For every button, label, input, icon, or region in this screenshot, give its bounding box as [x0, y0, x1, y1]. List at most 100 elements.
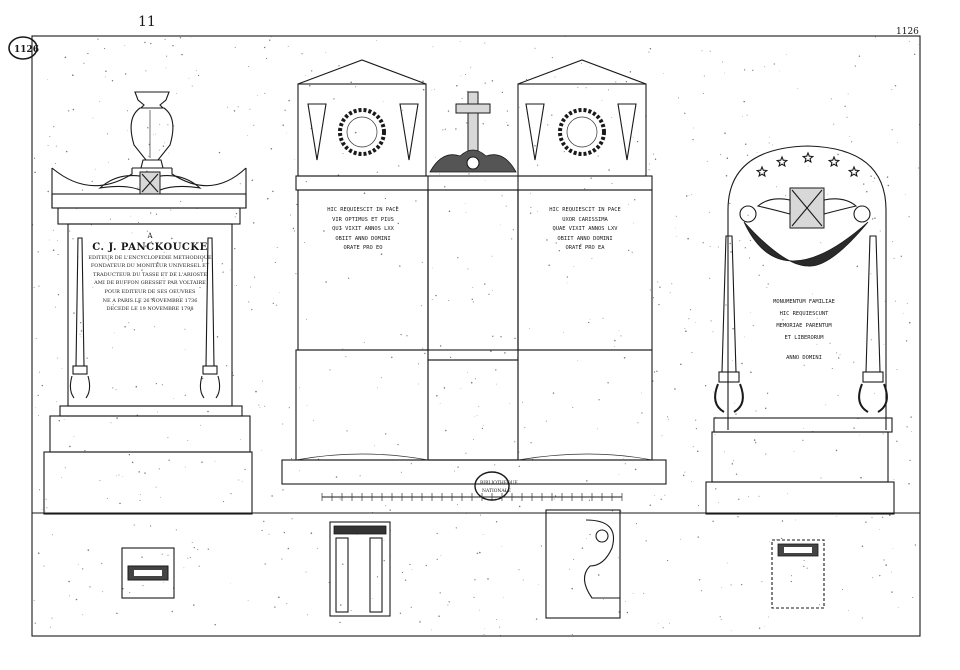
speckle-dot	[483, 424, 485, 426]
monument-left	[43, 91, 253, 515]
speckle-dot	[229, 582, 231, 584]
speckle-dot	[748, 257, 751, 259]
speckle-dot	[914, 544, 917, 546]
speckle-dot	[908, 216, 910, 218]
speckle-dot	[617, 557, 619, 559]
speckle-dot	[719, 616, 721, 618]
speckle-dot	[468, 173, 470, 175]
speckle-dot	[264, 92, 266, 94]
speckle-dot	[355, 86, 357, 88]
speckle-dot	[504, 489, 506, 492]
speckle-dot	[781, 520, 784, 522]
inscription-left-title: C. J. PANCKOUCKE	[92, 241, 208, 253]
speckle-dot	[261, 380, 263, 382]
speckle-dot	[282, 124, 284, 127]
speckle-dot	[547, 124, 549, 126]
speckle-dot	[652, 380, 654, 382]
speckle-dot	[184, 348, 186, 350]
speckle-dot	[733, 402, 735, 404]
speckle-dot	[214, 623, 216, 626]
speckle-dot	[252, 222, 255, 224]
speckle-dot	[503, 597, 504, 598]
speckle-dot	[518, 569, 520, 571]
speckle-dot	[47, 79, 49, 81]
speckle-dot	[905, 340, 908, 342]
speckle-dot	[870, 175, 872, 177]
speckle-dot	[281, 558, 283, 560]
speckle-dot	[167, 554, 169, 556]
speckle-dot	[483, 634, 485, 636]
speckle-dot	[563, 332, 564, 334]
speckle-dot	[148, 155, 150, 157]
speckle-dot	[126, 110, 129, 112]
speckle-dot	[150, 212, 152, 214]
speckle-dot	[201, 461, 203, 463]
speckle-dot	[293, 230, 296, 232]
speckle-dot	[750, 371, 752, 374]
speckle-dot	[691, 194, 692, 195]
speckle-dot	[46, 507, 48, 509]
plate-border	[31, 35, 921, 637]
speckle-dot	[106, 133, 109, 135]
speckle-dot	[436, 532, 438, 535]
speckle-dot	[72, 238, 74, 240]
speckle-dot	[652, 297, 655, 299]
speckle-dot	[695, 419, 697, 421]
speckle-dot	[537, 583, 539, 585]
speckle-dot	[500, 336, 502, 338]
speckle-dot	[836, 516, 838, 517]
speckle-dot	[661, 435, 663, 437]
speckle-dot	[309, 85, 311, 87]
speckle-dot	[113, 332, 115, 334]
speckle-dot	[131, 232, 133, 234]
speckle-dot	[203, 283, 205, 284]
speckle-dot	[657, 281, 659, 283]
speckle-dot	[703, 75, 705, 77]
speckle-dot	[769, 136, 770, 138]
speckle-dot	[756, 152, 758, 153]
star-icon	[755, 151, 861, 178]
speckle-dot	[572, 407, 574, 408]
speckle-dot	[128, 453, 131, 456]
speckle-dot	[338, 65, 340, 67]
inscription-line: HIC REQUIESCIT IN PACE	[327, 207, 399, 213]
speckle-dot	[743, 69, 746, 71]
speckle-dot	[891, 591, 893, 593]
speckle-dot	[139, 494, 141, 495]
speckle-dot	[299, 387, 301, 388]
speckle-dot	[444, 186, 446, 188]
speckle-dot	[45, 498, 47, 500]
speckle-dot	[124, 326, 126, 328]
speckle-dot	[482, 123, 484, 125]
speckle-dot	[49, 136, 51, 137]
speckle-dot	[479, 609, 480, 611]
speckle-dot	[193, 604, 195, 606]
speckle-dot	[226, 365, 228, 367]
speckle-dot	[509, 402, 510, 404]
speckle-dot	[551, 57, 553, 59]
speckle-dot	[729, 242, 731, 245]
speckle-dot	[820, 242, 822, 244]
speckle-dot	[679, 539, 681, 540]
speckle-dot	[172, 45, 174, 47]
speckle-dot	[537, 164, 539, 166]
speckle-dot	[793, 451, 795, 452]
speckle-dot	[730, 584, 732, 586]
speckle-dot	[684, 471, 686, 473]
winged-emblem-icon	[756, 187, 858, 229]
speckle-dot	[911, 430, 912, 432]
speckle-dot	[436, 558, 438, 560]
speckle-dot	[505, 205, 507, 207]
speckle-dot	[399, 265, 401, 267]
speckle-dot	[41, 384, 44, 387]
inscription-line: ORATE PRO EO	[343, 245, 383, 251]
speckle-dot	[433, 89, 435, 90]
speckle-dot	[384, 197, 386, 200]
speckle-dot	[409, 563, 411, 566]
speckle-dot	[306, 614, 308, 616]
speckle-dot	[380, 377, 382, 379]
speckle-dot	[816, 317, 818, 319]
speckle-dot	[52, 229, 54, 231]
speckle-dot	[730, 251, 732, 253]
speckle-dot	[218, 151, 221, 154]
